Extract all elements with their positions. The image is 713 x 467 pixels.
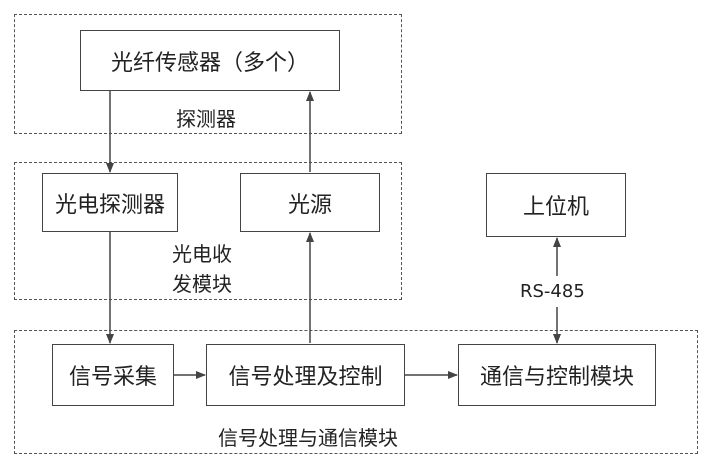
transceiver-group-label-line2: 发模块 — [172, 272, 232, 296]
fiber-sensor-box: 光纤传感器（多个） — [80, 30, 340, 91]
photodetector-box: 光电探测器 — [42, 173, 178, 232]
signal-acquisition-box: 信号采集 — [52, 344, 174, 406]
processing-group — [14, 330, 698, 454]
host-computer-box: 上位机 — [486, 173, 626, 237]
detector-group-label: 探测器 — [176, 107, 236, 131]
signal-processing-control-box: 信号处理及控制 — [206, 344, 405, 406]
transceiver-group — [14, 162, 402, 300]
processing-group-label: 信号处理与通信模块 — [218, 426, 398, 450]
light-source-box: 光源 — [240, 173, 380, 232]
rs485-link-label: RS-485 — [520, 281, 585, 302]
comm-control-module-box: 通信与控制模块 — [458, 344, 656, 406]
detector-group — [14, 14, 402, 134]
transceiver-group-label-line1: 光电收 — [172, 242, 232, 266]
